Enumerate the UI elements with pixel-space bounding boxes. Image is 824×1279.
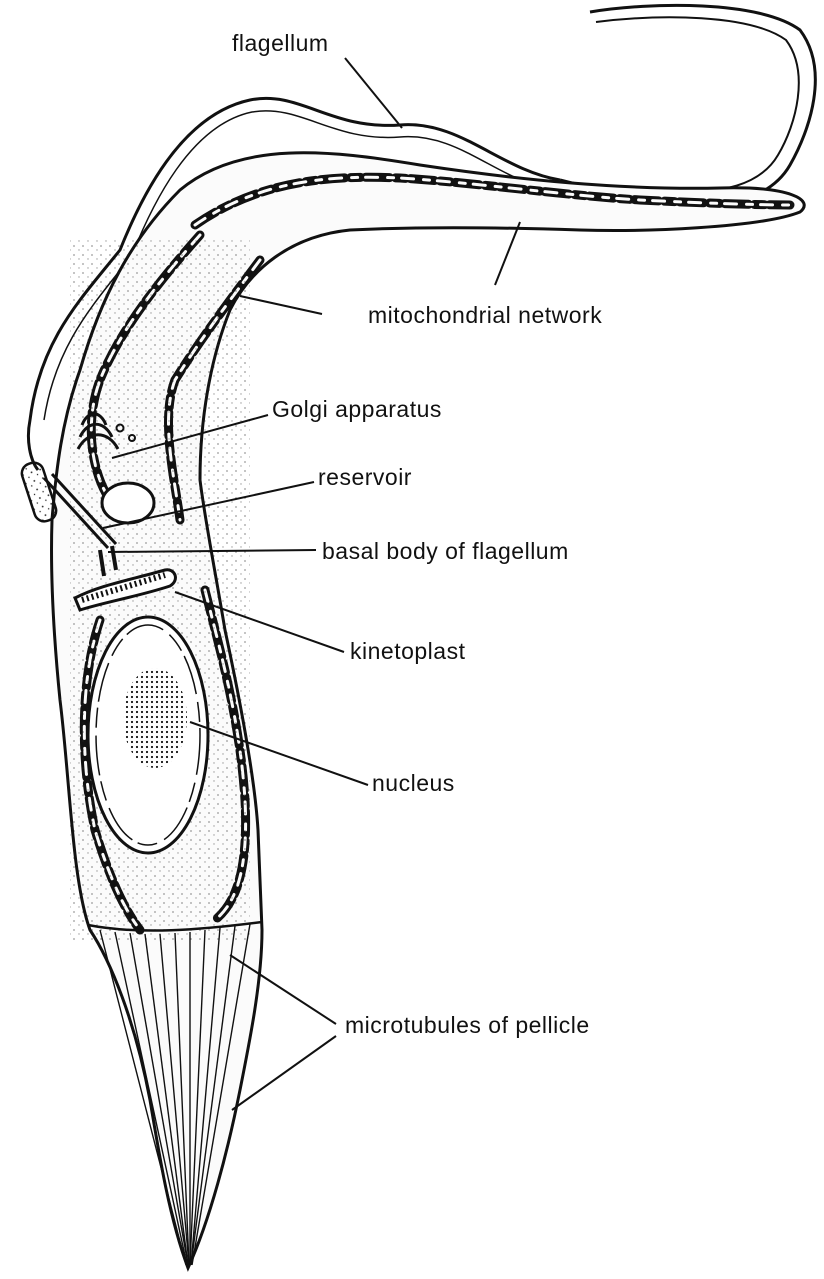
- nucleus: [88, 617, 208, 853]
- label-reservoir: reservoir: [318, 464, 412, 491]
- flagellum-free-end-inner: [596, 17, 799, 191]
- label-golgi-apparatus: Golgi apparatus: [272, 396, 442, 423]
- label-nucleus: nucleus: [372, 770, 455, 797]
- label-microtubules: microtubules of pellicle: [345, 1012, 590, 1039]
- label-kinetoplast: kinetoplast: [350, 638, 465, 665]
- reservoir: [102, 483, 154, 523]
- label-basal-body: basal body of flagellum: [322, 538, 569, 565]
- label-flagellum: flagellum: [232, 30, 329, 57]
- label-mitochondrial-network: mitochondrial network: [368, 302, 602, 329]
